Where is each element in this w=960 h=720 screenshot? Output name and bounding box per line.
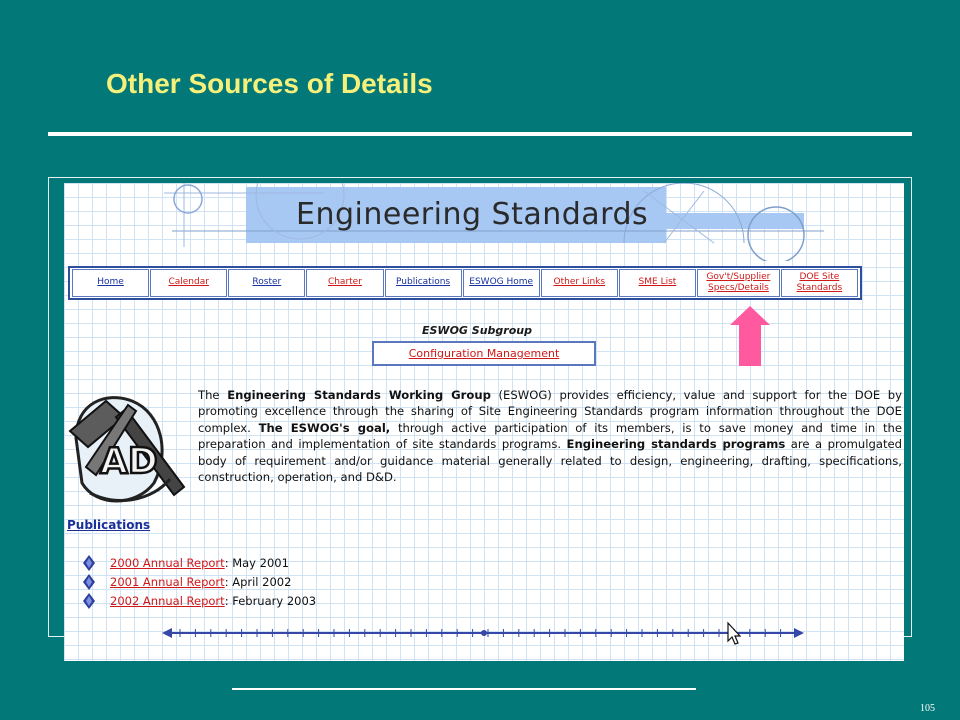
nav-govt-supplier-specs[interactable]: Gov't/Supplier Specs/Details [697, 269, 780, 297]
site-title: Engineering Standards [296, 197, 649, 232]
diamond-bullet-icon [83, 554, 95, 571]
mouse-pointer-icon [727, 621, 742, 645]
nav-home[interactable]: Home [72, 269, 150, 297]
page-number: 105 [920, 703, 935, 714]
banner-drafting-graphic [164, 183, 824, 261]
footer-divider [232, 688, 696, 690]
configuration-management-link[interactable]: Configuration Management [408, 347, 560, 360]
site-navigation: Home Calendar Roster Charter Publication… [68, 266, 862, 300]
site-banner: Engineering Standards [64, 183, 904, 261]
slide-title: Other Sources of Details [106, 68, 433, 99]
nav-calendar[interactable]: Calendar [150, 269, 228, 297]
annual-report-2001-link[interactable]: 2001 Annual Report [110, 574, 225, 589]
configuration-management-box: Configuration Management [372, 341, 596, 366]
publication-date: : April 2002 [224, 574, 292, 589]
nav-other-links[interactable]: Other Links [540, 269, 618, 297]
list-item: 2000 Annual Report: May 2001 [82, 553, 316, 572]
engineering-standards-programs: Engineering standards programs [566, 437, 786, 452]
drafting-tools-logo: AD [68, 396, 186, 503]
eswog-description: The Engineering Standards Working Group … [198, 388, 902, 485]
publications-list: 2000 Annual Report: May 2001 2001 Annual… [82, 553, 316, 610]
annual-report-2000-link[interactable]: 2000 Annual Report [110, 555, 225, 570]
website-screenshot: Engineering Standards Home Calendar Rost… [64, 183, 904, 661]
publications-heading-link[interactable]: Publications [67, 518, 151, 532]
eswog-goal: The ESWOG's goal, [258, 420, 391, 435]
publication-date: : February 2003 [224, 593, 317, 608]
nav-sme-list[interactable]: SME List [618, 269, 696, 297]
nav-eswog-home[interactable]: ESWOG Home [462, 269, 540, 297]
ruler-divider [162, 621, 804, 645]
svg-text:AD: AD [100, 441, 158, 482]
up-arrow-icon [730, 306, 770, 366]
nav-publications[interactable]: Publications [384, 269, 462, 297]
subgroup-label: ESWOG Subgroup [422, 324, 532, 337]
eswog-name: Engineering Standards Working Group [227, 388, 491, 402]
diamond-bullet-icon [83, 573, 95, 590]
nav-roster[interactable]: Roster [228, 269, 306, 297]
publication-date: : May 2001 [224, 555, 289, 570]
diamond-bullet-icon [83, 592, 95, 609]
list-item: 2001 Annual Report: April 2002 [82, 572, 316, 591]
nav-charter[interactable]: Charter [306, 269, 384, 297]
nav-doe-site-standards[interactable]: DOE Site Standards [780, 269, 858, 297]
title-divider [48, 132, 912, 136]
list-item: 2002 Annual Report: February 2003 [82, 591, 316, 610]
annual-report-2002-link[interactable]: 2002 Annual Report [110, 593, 225, 608]
